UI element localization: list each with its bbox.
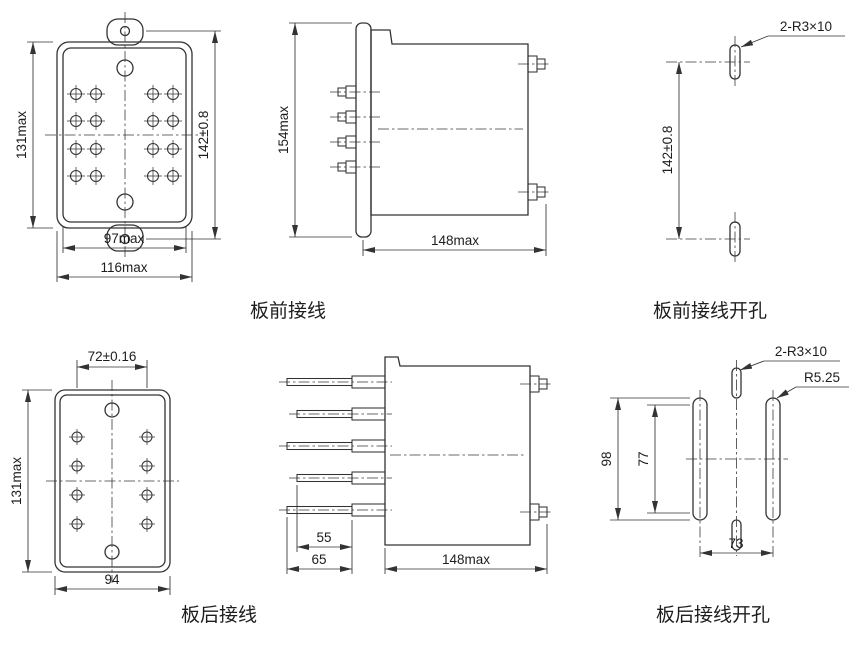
callout-slot: 2-R3×10 <box>780 19 832 34</box>
front-side-dimensions: 154max 148max <box>276 22 547 256</box>
dim-mount-hole-spacing: 142±0.8 <box>196 111 211 160</box>
dim-outer-width: 116max <box>100 260 147 275</box>
rear-studs <box>517 55 552 201</box>
caption-front-wiring-cutout: 板前接线开孔 <box>653 300 767 322</box>
dim-pin-length-long: 65 <box>311 552 326 567</box>
relay-body-side <box>384 356 531 546</box>
dim-depth: 148max <box>442 552 490 567</box>
dim-outer-height: 98 <box>599 451 614 466</box>
dim-height: 131max <box>14 111 29 159</box>
dim-height: 154max <box>276 106 291 154</box>
rear-drill-pattern: 98 77 73 2-R3×10 R5.25 板后接线开孔 <box>599 344 849 626</box>
dim-slot-spacing: 73 <box>728 536 743 551</box>
mounting-flange <box>355 22 372 238</box>
relay-body-side <box>370 29 529 216</box>
rear-side-dimensions: 55 65 148max <box>286 485 548 574</box>
front-view-dimensions: 131max 142±0.8 97max 116max <box>14 30 221 282</box>
dim-pin-field-width: 72±0.16 <box>88 349 137 364</box>
rear-side-view: 55 65 148max 板后接线 <box>181 356 554 626</box>
callout-corner-radius: R5.25 <box>804 370 840 385</box>
caption-front-wiring: 板前接线 <box>250 300 326 322</box>
front-drill-dimensions: 142±0.8 2-R3×10 <box>660 19 845 239</box>
dim-pin-length-short: 55 <box>316 530 331 545</box>
caption-rear-wiring-cutout: 板后接线开孔 <box>656 604 770 626</box>
dim-hole-spacing: 142±0.8 <box>660 126 675 175</box>
dim-inner-height: 77 <box>636 451 651 466</box>
dim-inner-width: 97max <box>104 231 145 246</box>
dim-width: 94 <box>104 572 120 587</box>
rear-studs <box>519 375 554 521</box>
rear-view-dimensions: 72±0.16 131max 94 <box>9 349 171 595</box>
caption-rear-wiring: 板后接线 <box>181 604 257 626</box>
front-drill-pattern: 142±0.8 2-R3×10 板前接线开孔 <box>653 19 845 322</box>
callout-slot: 2-R3×10 <box>775 344 827 359</box>
dim-depth: 148max <box>431 233 479 248</box>
rear-view: 72±0.16 131max 94 <box>9 349 179 595</box>
front-view: 131max 142±0.8 97max 116max <box>14 12 221 282</box>
front-side-view: 154max 148max 板前接线 <box>250 22 552 322</box>
rear-drill-dimensions: 98 77 73 2-R3×10 R5.25 <box>599 344 849 556</box>
dim-height: 131max <box>9 457 24 505</box>
front-terminals <box>329 85 381 174</box>
rear-pins <box>278 375 393 517</box>
